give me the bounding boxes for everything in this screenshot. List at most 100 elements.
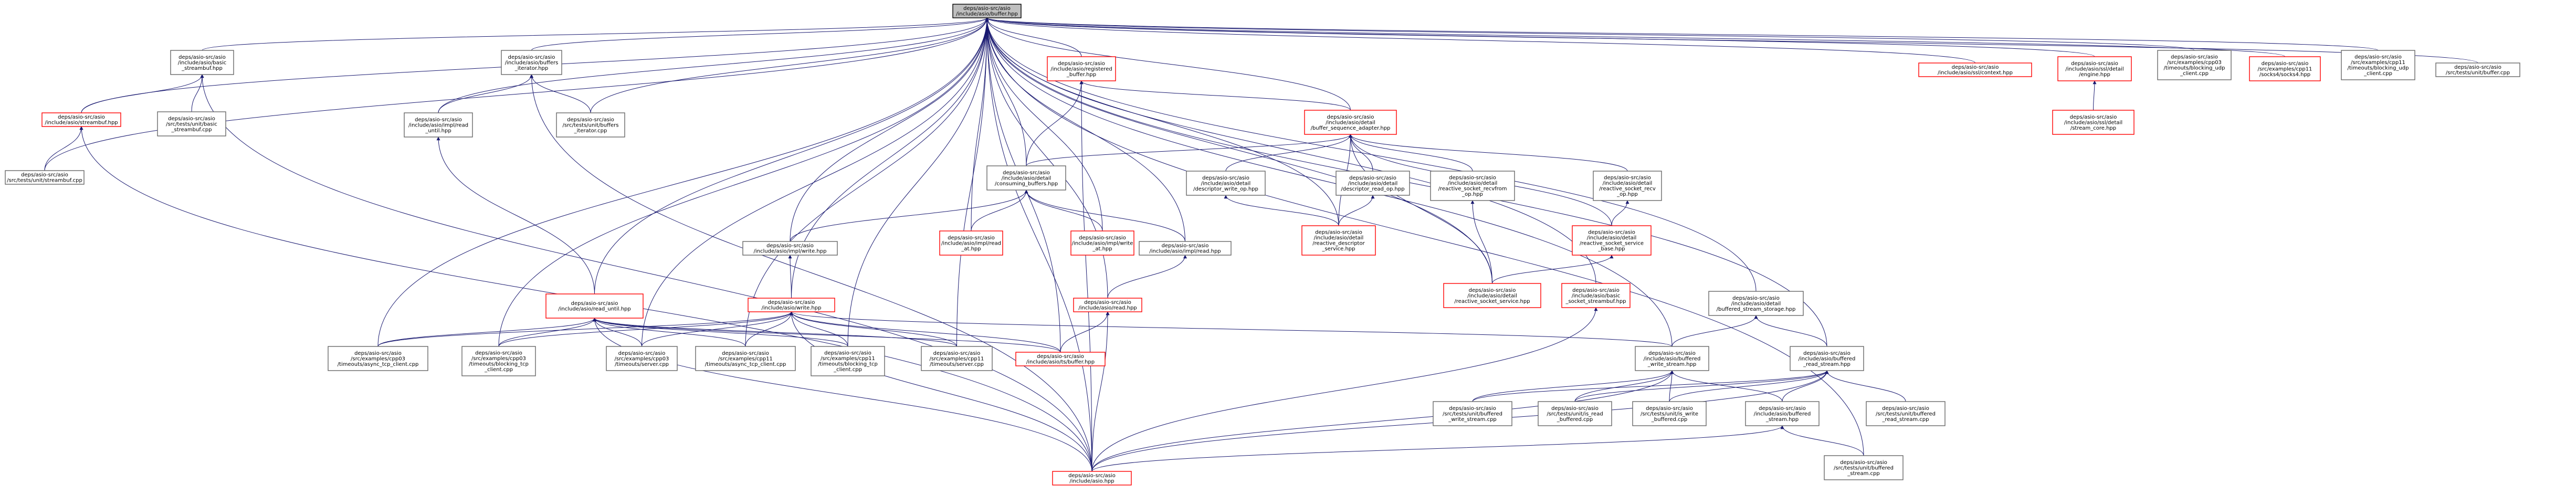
node-basic_streambuf[interactable]: deps/asio-src/asio/include/asio/basic_st…: [170, 50, 234, 75]
node-tests_buffers_iterator[interactable]: deps/asio-src/asio/src/tests/unit/buffer…: [556, 112, 625, 138]
edge-root-to-socks4: [985, 17, 2285, 57]
node-label-registered_buffer-2: _buffer.hpp: [1066, 72, 1096, 78]
node-cpp03_server[interactable]: deps/asio-src/asio/src/examples/cpp03/ti…: [606, 346, 678, 371]
edge-reactive_socket_recvfrom_op-to-reactive_socket_service: [1470, 200, 1492, 284]
node-reactive_socket_recv_op[interactable]: deps/asio-src/asio/include/asio/detail/r…: [1593, 171, 1662, 201]
node-descriptor_write_op[interactable]: deps/asio-src/asio/include/asio/detail/d…: [1186, 171, 1266, 196]
node-impl_read[interactable]: deps/asio-src/asio/include/asio/impl/rea…: [1139, 241, 1232, 256]
edge-buffered_write_stream-to-tests_buffered_write_stream: [1472, 370, 1674, 402]
node-buffers_iterator[interactable]: deps/asio-src/asio/include/asio/buffers_…: [501, 50, 562, 75]
node-label-buffers_iterator-2: _iterator.hpp: [514, 66, 549, 71]
node-registered_buffer[interactable]: deps/asio-src/asio/include/asio/register…: [1047, 56, 1116, 81]
edge-buffers_iterator-to-asio: [530, 74, 1092, 472]
node-label-registered_buffer-1: /include/asio/registered: [1050, 66, 1112, 72]
node-impl_write[interactable]: deps/asio-src/asio/include/asio/impl/wri…: [742, 241, 838, 256]
edge-root-to-reactive_descriptor_service: [985, 17, 1339, 226]
node-buffered_stream[interactable]: deps/asio-src/asio/include/asio/buffered…: [1745, 401, 1820, 426]
node-label-cpp11_async_tcp_client-0: deps/asio-src/asio: [722, 351, 769, 356]
edge-root-to-read_until: [594, 17, 989, 294]
node-label-cpp11_blocking_tcp_client-3: _client.cpp: [833, 367, 862, 373]
edge-read_until-to-cpp03_server: [593, 318, 642, 347]
node-read_until[interactable]: deps/asio-src/asio/include/asio/read_unt…: [545, 293, 644, 319]
edge-root-to-basic_socket_streambuf: [985, 17, 1596, 284]
node-ssl_context[interactable]: deps/asio-src/asio/include/asio/ssl/cont…: [1918, 62, 2032, 77]
node-reactive_socket_recvfrom_op[interactable]: deps/asio-src/asio/include/asio/detail/r…: [1430, 171, 1515, 201]
node-tests_is_read_buffered[interactable]: deps/asio-src/asio/src/tests/unit/is_rea…: [1538, 401, 1612, 426]
node-label-cpp03_blocking_tcp_client-0: deps/asio-src/asio: [475, 351, 522, 356]
node-cpp11_async_tcp_client[interactable]: deps/asio-src/asio/src/examples/cpp11/ti…: [695, 346, 796, 371]
node-box-basic_streambuf: [170, 50, 234, 75]
node-label-tests_basic_streambuf-1: /src/tests/unit/basic: [166, 121, 217, 127]
node-label-tests_buffered_read_stream-0: deps/asio-src/asio: [1882, 406, 1929, 412]
node-label-impl_read_until-2: _until.hpp: [425, 128, 451, 134]
node-tests_basic_streambuf[interactable]: deps/asio-src/asio/src/tests/unit/basic_…: [157, 111, 226, 136]
edge-streambuf-to-tests_streambuf: [44, 126, 83, 171]
edge-buffers_iterator-to-impl_read_until: [438, 74, 533, 113]
node-cpp11_blocking_udp_client[interactable]: deps/asio-src/asio/src/examples/cpp11/ti…: [2341, 50, 2415, 80]
node-socks4[interactable]: deps/asio-src/asio/src/examples/cpp11/so…: [2249, 56, 2321, 81]
node-tests_buffer[interactable]: deps/asio-src/asio/src/tests/unit/buffer…: [2435, 62, 2520, 77]
node-buffered_stream_storage[interactable]: deps/asio-src/asio/include/asio/detail/b…: [1708, 291, 1804, 316]
node-buffer_sequence_adapter[interactable]: deps/asio-src/asio/include/asio/detail/b…: [1304, 110, 1397, 135]
edge-buffered_write_stream-to-asio: [1091, 370, 1674, 472]
edge-impl_write-to-write: [788, 255, 792, 299]
node-box-cpp11_blocking_udp_client: [2341, 50, 2415, 80]
node-label-ts_buffer-0: deps/asio-src/asio: [1037, 354, 1084, 360]
node-box-read: [1073, 298, 1142, 312]
node-reactive_socket_service_base[interactable]: deps/asio-src/asio/include/asio/detail/r…: [1572, 225, 1652, 256]
node-basic_socket_streambuf[interactable]: deps/asio-src/asio/include/asio/basic_so…: [1561, 283, 1631, 308]
node-root[interactable]: deps/asio-src/asio/include/asio/buffer.h…: [952, 4, 1022, 18]
node-consuming_buffers[interactable]: deps/asio-src/asio/include/asio/detail/c…: [986, 165, 1066, 191]
node-label-buffered_write_stream-1: /include/asio/buffered: [1644, 356, 1701, 362]
node-write[interactable]: deps/asio-src/asio/include/asio/write.hp…: [748, 298, 835, 312]
edge-root-to-asio: [985, 17, 1092, 472]
node-cpp03_async_tcp_client[interactable]: deps/asio-src/asio/src/examples/cpp03/ti…: [328, 346, 428, 371]
node-tests_buffered_read_stream[interactable]: deps/asio-src/asio/src/tests/unit/buffer…: [1866, 401, 1946, 426]
node-label-descriptor_read_op-1: /include/asio/detail: [1348, 181, 1398, 186]
node-buffered_read_stream[interactable]: deps/asio-src/asio/include/asio/buffered…: [1790, 346, 1864, 371]
node-tests_buffered_write_stream[interactable]: deps/asio-src/asio/src/tests/unit/buffer…: [1433, 401, 1512, 426]
node-reactive_socket_service[interactable]: deps/asio-src/asio/include/asio/detail/r…: [1443, 283, 1541, 308]
node-ssl_engine[interactable]: deps/asio-src/asio/include/asio/ssl/deta…: [2057, 56, 2132, 81]
edge-consuming_buffers-to-impl_write_at: [1024, 189, 1103, 231]
node-cpp03_blocking_tcp_client[interactable]: deps/asio-src/asio/src/examples/cpp03/ti…: [461, 346, 536, 376]
node-box-buffered_stream: [1745, 401, 1820, 426]
node-label-tests_is_read_buffered-0: deps/asio-src/asio: [1551, 406, 1599, 412]
node-label-basic_streambuf-2: _streambuf.hpp: [181, 66, 223, 71]
node-ssl_stream_core[interactable]: deps/asio-src/asio/include/asio/ssl/deta…: [2052, 110, 2135, 135]
node-asio[interactable]: deps/asio-src/asio/include/asio.hpp: [1052, 471, 1132, 486]
node-label-read-1: /include/asio/read.hpp: [1078, 306, 1137, 311]
node-tests_buffered_stream[interactable]: deps/asio-src/asio/src/tests/unit/buffer…: [1824, 455, 1904, 480]
node-label-cpp03_blocking_tcp_client-2: /timeouts/blocking_tcp: [469, 362, 529, 367]
node-descriptor_read_op[interactable]: deps/asio-src/asio/include/asio/detail/d…: [1336, 171, 1410, 196]
edge-buffered_write_stream-to-tests_is_read_buffered: [1574, 370, 1674, 402]
node-box-cpp03_blocking_udp_client: [2157, 50, 2232, 80]
node-tests_is_write_buffered[interactable]: deps/asio-src/asio/src/tests/unit/is_wri…: [1632, 401, 1707, 426]
node-label-tests_buffered_write_stream-2: _write_stream.cpp: [1448, 417, 1497, 423]
node-label-registered_buffer-0: deps/asio-src/asio: [1058, 61, 1105, 67]
node-label-cpp11_async_tcp_client-1: /src/examples/cpp11: [718, 356, 773, 362]
node-cpp11_blocking_tcp_client[interactable]: deps/asio-src/asio/src/examples/cpp11/ti…: [811, 346, 885, 376]
node-reactive_descriptor_service[interactable]: deps/asio-src/asio/include/asio/detail/r…: [1301, 225, 1376, 256]
node-label-reactive_socket_recv_op-0: deps/asio-src/asio: [1604, 175, 1651, 181]
node-buffered_write_stream[interactable]: deps/asio-src/asio/include/asio/buffered…: [1635, 346, 1709, 371]
node-cpp03_blocking_udp_client[interactable]: deps/asio-src/asio/src/examples/cpp03/ti…: [2157, 50, 2232, 80]
node-tests_streambuf[interactable]: deps/asio-src/asio/src/tests/unit/stream…: [5, 170, 85, 185]
node-impl_read_at[interactable]: deps/asio-src/asio/include/asio/impl/rea…: [939, 230, 1003, 256]
node-impl_read_until[interactable]: deps/asio-src/asio/include/asio/impl/rea…: [404, 112, 473, 138]
node-box-buffered_write_stream: [1635, 346, 1709, 371]
edge-buffer_sequence_adapter-to-reactive_socket_service: [1349, 134, 1492, 284]
node-label-reactive_socket_service-2: /reactive_socket_service.hpp: [1454, 299, 1530, 304]
node-label-reactive_socket_service-1: /include/asio/detail: [1467, 293, 1517, 299]
node-label-read_until-1: /include/asio/read_until.hpp: [558, 307, 630, 312]
edge-buffered_stream_storage-to-buffered_write_stream: [1671, 315, 1758, 347]
node-label-read-0: deps/asio-src/asio: [1084, 300, 1131, 306]
edge-buffer_sequence_adapter-to-reactive_socket_recvfrom_op: [1349, 134, 1473, 172]
node-label-cpp03_blocking_udp_client-0: deps/asio-src/asio: [2171, 55, 2218, 60]
node-ts_buffer[interactable]: deps/asio-src/asio/include/asio/ts/buffe…: [1015, 352, 1106, 366]
node-read[interactable]: deps/asio-src/asio/include/asio/read.hpp: [1073, 298, 1142, 312]
node-cpp11_server[interactable]: deps/asio-src/asio/src/examples/cpp11/ti…: [921, 346, 993, 371]
node-impl_write_at[interactable]: deps/asio-src/asio/include/asio/impl/wri…: [1070, 230, 1134, 256]
edge-root-to-impl_read_until: [438, 17, 989, 113]
node-streambuf[interactable]: deps/asio-src/asio/include/asio/streambu…: [41, 112, 121, 127]
